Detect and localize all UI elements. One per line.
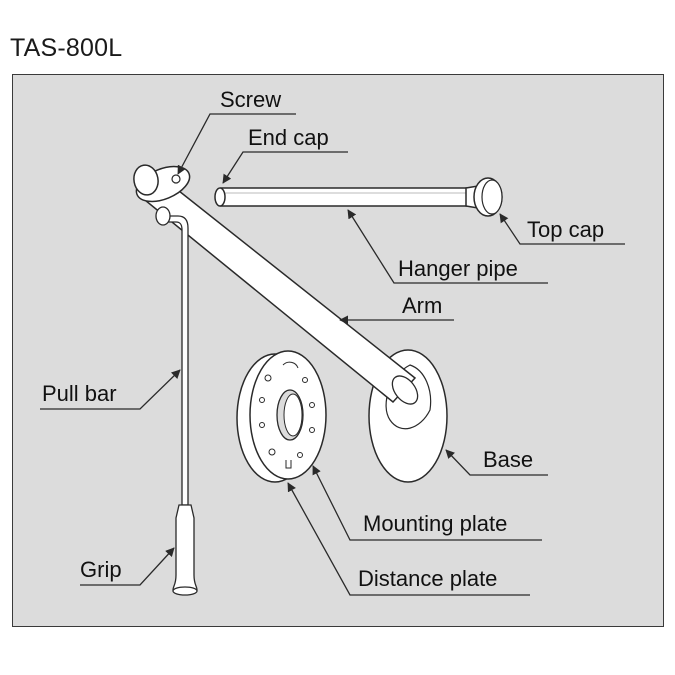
label-pull-bar: Pull bar (42, 381, 117, 406)
hanger-pipe (220, 187, 471, 207)
label-distance-plate: Distance plate (358, 566, 497, 591)
label-base: Base (483, 447, 533, 472)
diagram-title: TAS-800L (10, 34, 123, 62)
label-hanger-pipe: Hanger pipe (398, 256, 518, 281)
label-grip: Grip (80, 557, 122, 582)
top-cap-leader (499, 213, 625, 245)
end-cap-leader (222, 151, 348, 184)
base-leader (445, 449, 548, 476)
end-cap-part (214, 187, 226, 207)
mounting-plate-leader (312, 465, 542, 541)
leader-lines (40, 113, 625, 596)
mounting-plate-part (249, 350, 327, 480)
grip-leader (80, 547, 175, 586)
label-mounting-plate: Mounting plate (363, 511, 507, 536)
screw-leader (177, 113, 296, 175)
label-screw: Screw (220, 87, 281, 112)
label-end-cap: End cap (248, 125, 329, 150)
hanger-pipe-leader (347, 209, 548, 284)
screw-part (171, 174, 181, 184)
distance-plate-leader (287, 482, 530, 596)
pull-bar-part (155, 206, 189, 506)
grip-part (172, 504, 198, 596)
top-cap-part (465, 177, 503, 217)
pull-bar-leader (40, 369, 181, 410)
label-top-cap: Top cap (527, 217, 604, 242)
label-arm: Arm (402, 293, 442, 318)
